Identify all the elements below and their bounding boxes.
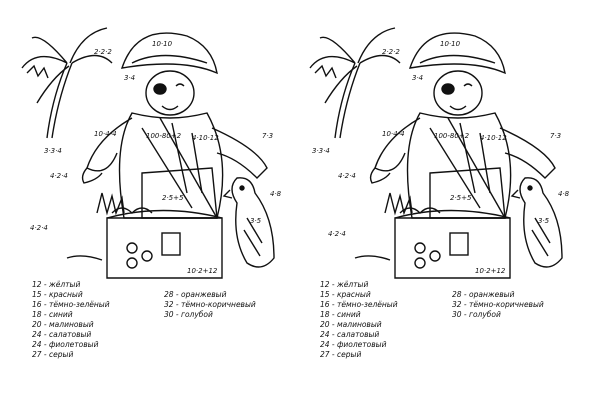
legend-item: 24 - фиолетовый xyxy=(320,340,387,349)
expr-hat2-right: 10·10 xyxy=(440,40,461,48)
expr-chestlid-left: 10·2+12 xyxy=(187,267,218,275)
legend-item: 15 - красный xyxy=(32,290,83,299)
expr-parrot-left: 3·5 xyxy=(250,217,262,225)
legend-item: 20 - малиновый xyxy=(320,320,382,329)
expr-chest-left: 2·5+5 xyxy=(162,194,184,202)
expr-parrot-right: 3·5 xyxy=(538,217,550,225)
legend-item: 15 - красный xyxy=(320,290,371,299)
expr-chestlid-right: 10·2+12 xyxy=(475,267,506,275)
legend-column-2: 28 - оранжевый 32 - тёмно-коричневый 30 … xyxy=(164,290,256,320)
expr-hat-left: 2·2·2 xyxy=(94,48,112,56)
expr-box-left: 4·2·4 xyxy=(30,224,48,232)
expr-belt2-right: 4·10·12 xyxy=(480,134,507,142)
legend-column-1: 12 - жёлтый 15 - красный 16 - тёмно-зелё… xyxy=(320,280,398,360)
expr-belt2-left: 4·10·12 xyxy=(192,134,219,142)
coloring-page-left: 2·2·2 10·10 3·4 100-80+2 10·4-4 3·3·4 4·… xyxy=(12,18,297,359)
expr-shirt1-right: 100-80+2 xyxy=(434,132,470,140)
legend-item: 18 - синий xyxy=(32,310,73,319)
expr-box-right: 4·2·4 xyxy=(328,230,346,238)
legend-item: 12 - жёлтый xyxy=(32,280,81,289)
coloring-page-right: 2·2·2 10·10 3·4 100-80+2 10·4-4 3·3·4 4·… xyxy=(300,18,585,359)
color-legend-left: 12 - жёлтый 15 - красный 16 - тёмно-зелё… xyxy=(32,280,302,370)
expr-shirt1-left: 100-80+2 xyxy=(146,132,182,140)
expr-eye-right: 3·4 xyxy=(412,74,423,82)
legend-item: 32 - тёмно-коричневый xyxy=(452,300,544,309)
legend-item: 28 - оранжевый xyxy=(452,290,515,299)
legend-item: 30 - голубой xyxy=(164,310,213,319)
legend-item: 24 - салатовый xyxy=(320,330,380,339)
legend-item: 32 - тёмно-коричневый xyxy=(164,300,256,309)
expr-right-right: 7·3 xyxy=(550,132,561,140)
expr-eye-left: 3·4 xyxy=(124,74,135,82)
expr-leftarm2-left: 4·2·4 xyxy=(50,172,68,180)
expr-right-left: 7·3 xyxy=(262,132,273,140)
legend-item: 28 - оранжевый xyxy=(164,290,227,299)
pirate-illustration-right: 2·2·2 10·10 3·4 100-80+2 10·4-4 3·3·4 4·… xyxy=(309,27,570,279)
expr-right2-left: 4·8 xyxy=(270,190,282,198)
expr-right2-right: 4·8 xyxy=(558,190,570,198)
legend-item: 27 - серый xyxy=(32,350,74,359)
legend-column-1: 12 - жёлтый 15 - красный 16 - тёмно-зелё… xyxy=(32,280,110,360)
expr-leftarm-right: 3·3·4 xyxy=(312,147,330,155)
legend-item: 24 - фиолетовый xyxy=(32,340,99,349)
expr-leftarm-left: 3·3·4 xyxy=(44,147,62,155)
expr-shirt2-left: 10·4-4 xyxy=(94,130,117,138)
legend-column-2: 28 - оранжевый 32 - тёмно-коричневый 30 … xyxy=(452,290,544,320)
legend-item: 16 - тёмно-зелёный xyxy=(320,300,398,309)
legend-item: 18 - синий xyxy=(320,310,361,319)
expr-hat-right: 2·2·2 xyxy=(382,48,400,56)
expr-chest-right: 2·5+5 xyxy=(450,194,472,202)
legend-item: 12 - жёлтый xyxy=(320,280,369,289)
expr-hat2-left: 10·10 xyxy=(152,40,173,48)
legend-item: 16 - тёмно-зелёный xyxy=(32,300,110,309)
legend-item: 20 - малиновый xyxy=(32,320,94,329)
legend-item: 27 - серый xyxy=(320,350,362,359)
color-legend-right: 12 - жёлтый 15 - красный 16 - тёмно-зелё… xyxy=(320,280,590,370)
expr-shirt2-right: 10·4-4 xyxy=(382,130,405,138)
pirate-illustration-left: 2·2·2 10·10 3·4 100-80+2 10·4-4 3·3·4 4·… xyxy=(21,27,282,279)
legend-item: 30 - голубой xyxy=(452,310,501,319)
expr-leftarm2-right: 4·2·4 xyxy=(338,172,356,180)
legend-item: 24 - салатовый xyxy=(32,330,92,339)
